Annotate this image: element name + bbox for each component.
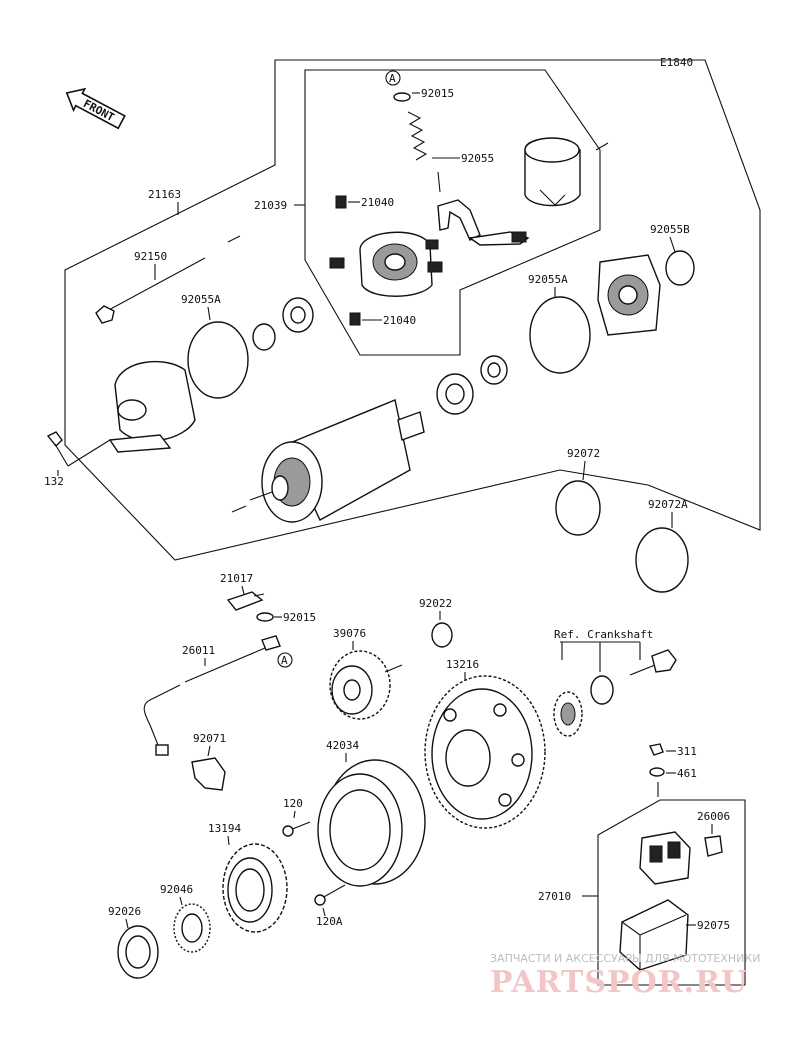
bolt-120A <box>314 884 346 906</box>
circlip-92072 <box>555 480 601 536</box>
relay-frame-27010 <box>597 799 746 986</box>
ref-crankshaft-note: Ref. Crankshaft <box>554 628 653 641</box>
callout-a-bottom: A <box>281 654 288 667</box>
callout-a-top-icon <box>385 70 401 86</box>
o-ring-92055A-right <box>529 296 591 374</box>
brush-holder <box>329 231 443 297</box>
bearing-right-small <box>480 355 508 385</box>
needle-bearing-92046 <box>173 903 211 953</box>
part-label-39076: 39076 <box>333 627 366 640</box>
armature-yoke <box>249 399 425 523</box>
part-label-120A: 120A <box>316 915 343 928</box>
part-label-92015-bottom: 92015 <box>283 611 316 624</box>
bolt-120 <box>282 821 311 837</box>
brush-plate <box>437 171 530 246</box>
part-label-21039: 21039 <box>254 199 287 212</box>
washer-92022 <box>431 622 453 648</box>
part-label-92055: 92055 <box>461 152 494 165</box>
part-label-92022: 92022 <box>419 597 452 610</box>
part-label-92015-top: 92015 <box>421 87 454 100</box>
boot-92071 <box>191 757 226 791</box>
o-ring-92055B <box>665 250 695 286</box>
washer-left <box>252 323 276 351</box>
part-label-92072: 92072 <box>567 447 600 460</box>
part-label-311: 311 <box>677 745 697 758</box>
part-label-27010: 27010 <box>538 890 571 903</box>
washer-92026 <box>117 925 159 979</box>
crankshaft-sprocket <box>553 691 583 737</box>
part-label-92072A: 92072A <box>648 498 688 511</box>
front-end-cover <box>108 360 196 453</box>
nut-92015-top <box>393 92 411 102</box>
brush-holder-frame-21039 <box>304 69 601 356</box>
front-arrow-icon: FRONT <box>65 87 126 130</box>
bolt-132 <box>46 431 69 467</box>
part-label-13216: 13216 <box>446 658 479 671</box>
circlip-92072A <box>635 527 689 593</box>
nut-92015-bottom <box>256 612 274 622</box>
part-label-13194: 13194 <box>208 822 241 835</box>
watermark-tagline: ЗАПЧАСТИ И АКСЕССУАРЫ ДЛЯ МОТОТЕХНИКИ <box>490 952 760 965</box>
crank-bolt <box>629 649 677 676</box>
page-code: E1840 <box>660 56 693 69</box>
part-label-92075: 92075 <box>697 919 730 932</box>
part-label-92046: 92046 <box>160 883 193 896</box>
part-label-21040-bottom: 21040 <box>383 314 416 327</box>
part-label-120: 120 <box>283 797 303 810</box>
part-label-92026: 92026 <box>108 905 141 918</box>
lead-wire-26011 <box>143 635 281 756</box>
crank-washer <box>590 675 614 705</box>
bearing-left <box>282 297 314 333</box>
part-label-21017: 21017 <box>220 572 253 585</box>
washer-461 <box>649 767 665 777</box>
brush-end-cover <box>524 137 581 207</box>
part-label-92055B: 92055B <box>650 223 690 236</box>
through-bolt-92150 <box>95 257 206 324</box>
callout-a-bottom-icon <box>277 652 293 668</box>
spring-92055 <box>407 111 428 161</box>
one-way-clutch-13194 <box>222 843 288 933</box>
watermark-logo: PARTSPOR.RU <box>490 965 748 1000</box>
nut-311 <box>649 743 664 756</box>
part-label-26006: 26006 <box>697 810 730 823</box>
clutch-housing-42034 <box>317 759 426 887</box>
part-label-461: 461 <box>677 767 697 780</box>
bearing-right-large <box>436 373 474 415</box>
part-label-21040-top: 21040 <box>361 196 394 209</box>
part-label-92071: 92071 <box>193 732 226 745</box>
terminal-bolt-21017 <box>226 591 265 611</box>
part-label-26011: 26011 <box>182 644 215 657</box>
part-label-42034: 42034 <box>326 739 359 752</box>
part-label-92150: 92150 <box>134 250 167 263</box>
part-label-132: 132 <box>44 475 64 488</box>
assembly-frame-21163 <box>64 59 761 561</box>
brush-21040-bottom <box>349 312 361 326</box>
clutch-gear-13216 <box>424 675 546 829</box>
part-label-92055A-left: 92055A <box>181 293 221 306</box>
relay-cover-92075 <box>619 899 689 971</box>
front-label: FRONT <box>81 97 117 124</box>
idler-gear-39076 <box>329 650 403 720</box>
o-ring-92055A-left <box>187 321 249 399</box>
rear-end-cover <box>597 254 661 336</box>
part-label-21163: 21163 <box>148 188 181 201</box>
callout-a-top: A <box>389 72 396 85</box>
fuse-26006 <box>704 835 723 857</box>
starter-relay <box>639 831 691 885</box>
part-label-92055A-right: 92055A <box>528 273 568 286</box>
brush-21040-top <box>335 195 347 209</box>
